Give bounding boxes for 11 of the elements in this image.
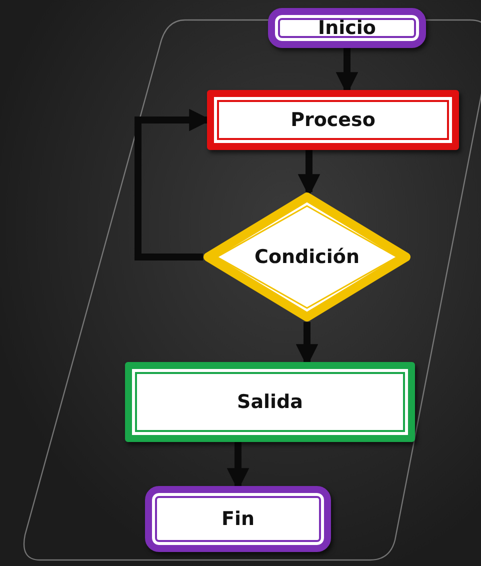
node-label: Condición bbox=[254, 246, 360, 268]
terminal-box bbox=[268, 8, 426, 48]
decision-diamond bbox=[203, 192, 411, 322]
node-label: Salida bbox=[237, 391, 303, 413]
terminal-box bbox=[145, 486, 331, 552]
node-label: Inicio bbox=[318, 17, 376, 39]
process-box bbox=[125, 362, 415, 442]
arrow bbox=[298, 150, 320, 196]
node-label: Proceso bbox=[290, 109, 376, 131]
node-label: Fin bbox=[221, 508, 255, 530]
process-box bbox=[207, 90, 459, 150]
